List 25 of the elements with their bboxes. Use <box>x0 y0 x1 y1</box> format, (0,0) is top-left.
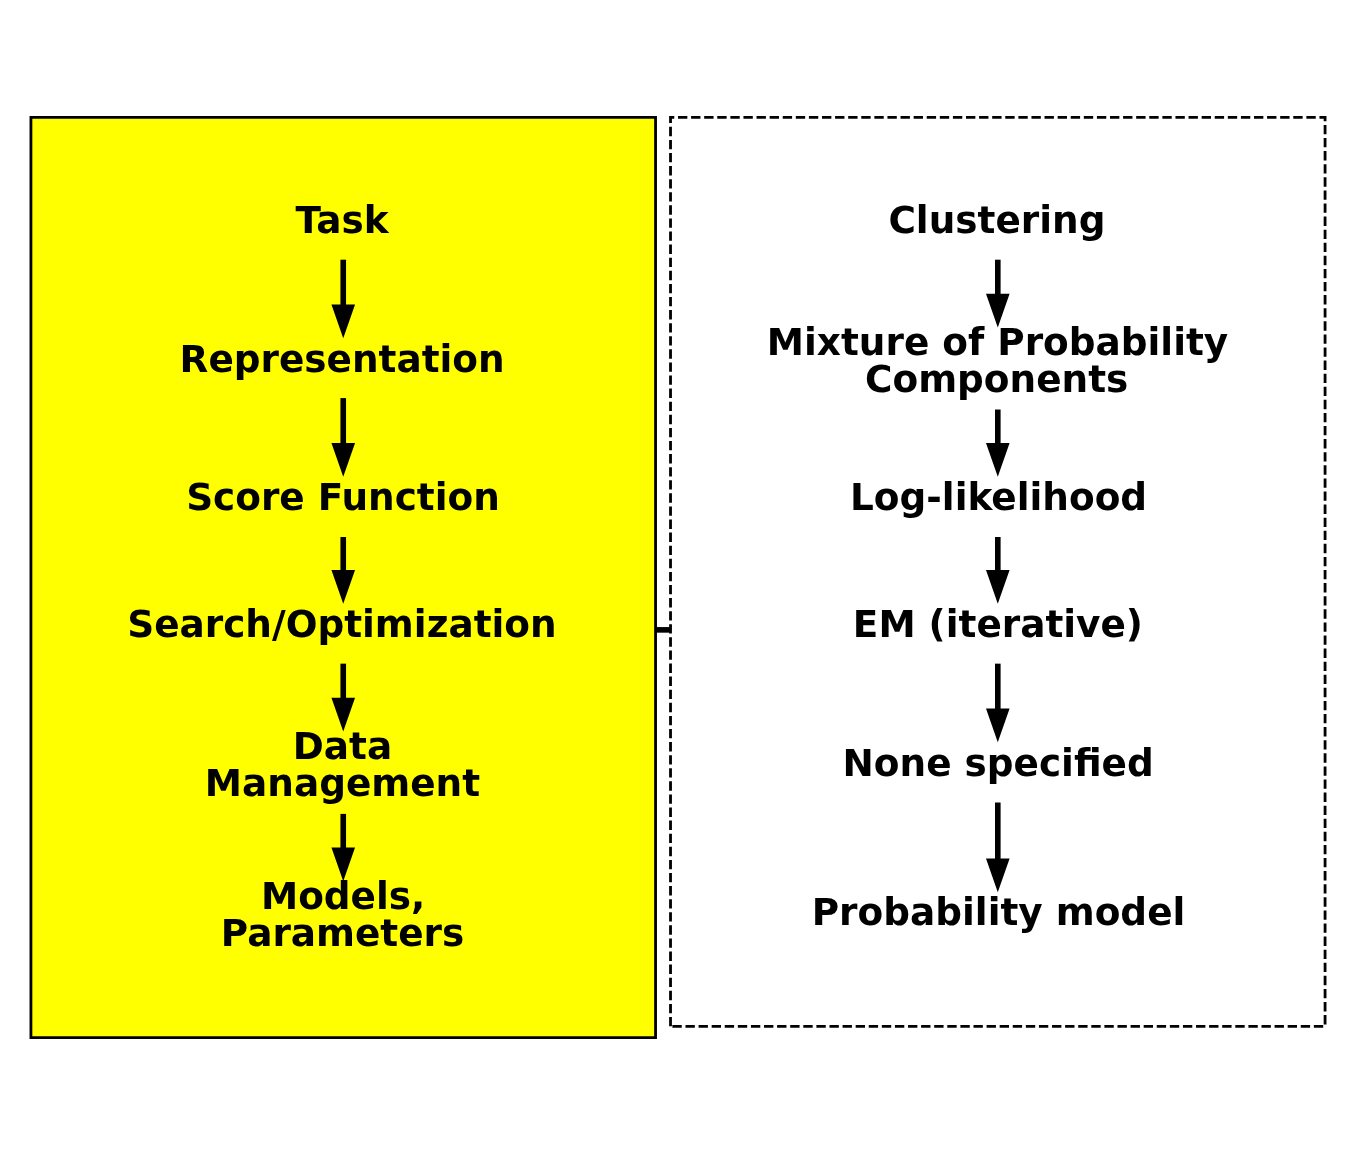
cluster <box>29 115 657 1039</box>
arrow <box>331 259 356 338</box>
node-text: Probability model <box>811 889 1186 934</box>
node-text: Data Management <box>204 723 481 805</box>
node-text: Search/Optimization <box>127 601 557 646</box>
node-text: Task <box>295 197 389 242</box>
arrow <box>986 536 1010 604</box>
arrow <box>331 536 356 604</box>
arrow <box>986 663 1010 742</box>
node-text: Log-likelihood <box>850 474 1148 519</box>
node-text: Models, Parameters <box>220 873 465 955</box>
node-text: Clustering <box>888 197 1106 242</box>
arrow <box>331 813 356 881</box>
cluster <box>669 115 1327 1028</box>
connector <box>655 626 671 633</box>
node-text: None specified <box>842 740 1154 785</box>
node-text: Representation <box>179 336 505 381</box>
arrow <box>331 663 356 731</box>
node-text: Mixture of Probability Components <box>766 319 1229 401</box>
arrow <box>986 802 1010 892</box>
node-text: Score Function <box>186 474 500 519</box>
node-text: EM (iterative) <box>852 601 1143 646</box>
arrow <box>331 397 356 477</box>
arrow <box>986 259 1010 328</box>
arrow <box>986 409 1010 477</box>
